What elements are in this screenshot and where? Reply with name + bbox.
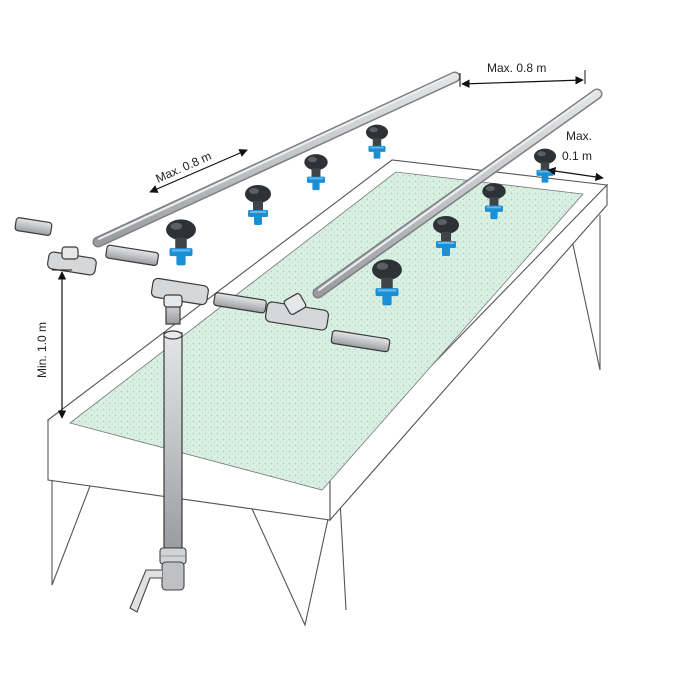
sprinklers xyxy=(166,124,557,306)
table-leg xyxy=(339,499,347,611)
tee-connector-icon xyxy=(150,277,209,308)
label-edge-offset-2: 0.1 m xyxy=(562,149,592,163)
mist-sprinkler-icon xyxy=(365,124,389,159)
dimension-arrow-edge xyxy=(547,166,604,182)
label-edge-offset-1: Max. xyxy=(566,129,592,143)
tee-connector-icon xyxy=(47,246,97,276)
header-pipe-segment xyxy=(213,292,267,314)
table-leg xyxy=(247,499,331,627)
tee-connector-icon xyxy=(264,293,330,331)
mist-sprinkler-icon xyxy=(166,219,196,266)
ball-valve-icon xyxy=(129,547,187,613)
dimension-arrow-left xyxy=(149,149,248,193)
vertical-riser-pipe xyxy=(163,332,183,549)
mist-sprinkler-icon xyxy=(372,259,402,306)
header-pipe-segment xyxy=(105,244,160,266)
dimension-arrow-back xyxy=(461,76,584,88)
table-right-face xyxy=(329,183,608,522)
mist-sprinkler-icon xyxy=(245,185,271,225)
label-height: Min. 1.0 m xyxy=(35,322,49,378)
mist-sprinkler-icon xyxy=(433,216,459,256)
table-leg xyxy=(571,215,601,371)
mist-sprinkler-icon xyxy=(304,154,328,191)
gravel-bed xyxy=(69,171,584,491)
mist-sprinkler-icon xyxy=(482,183,506,220)
feed-pipes xyxy=(14,71,603,549)
label-spacing-back: Max. 0.8 m xyxy=(487,61,546,75)
header-pipe-segment xyxy=(330,329,391,353)
table-leg xyxy=(51,459,101,586)
header-pipe-segment xyxy=(14,217,53,236)
label-spacing-left: Max. 0.8 m xyxy=(154,149,214,186)
